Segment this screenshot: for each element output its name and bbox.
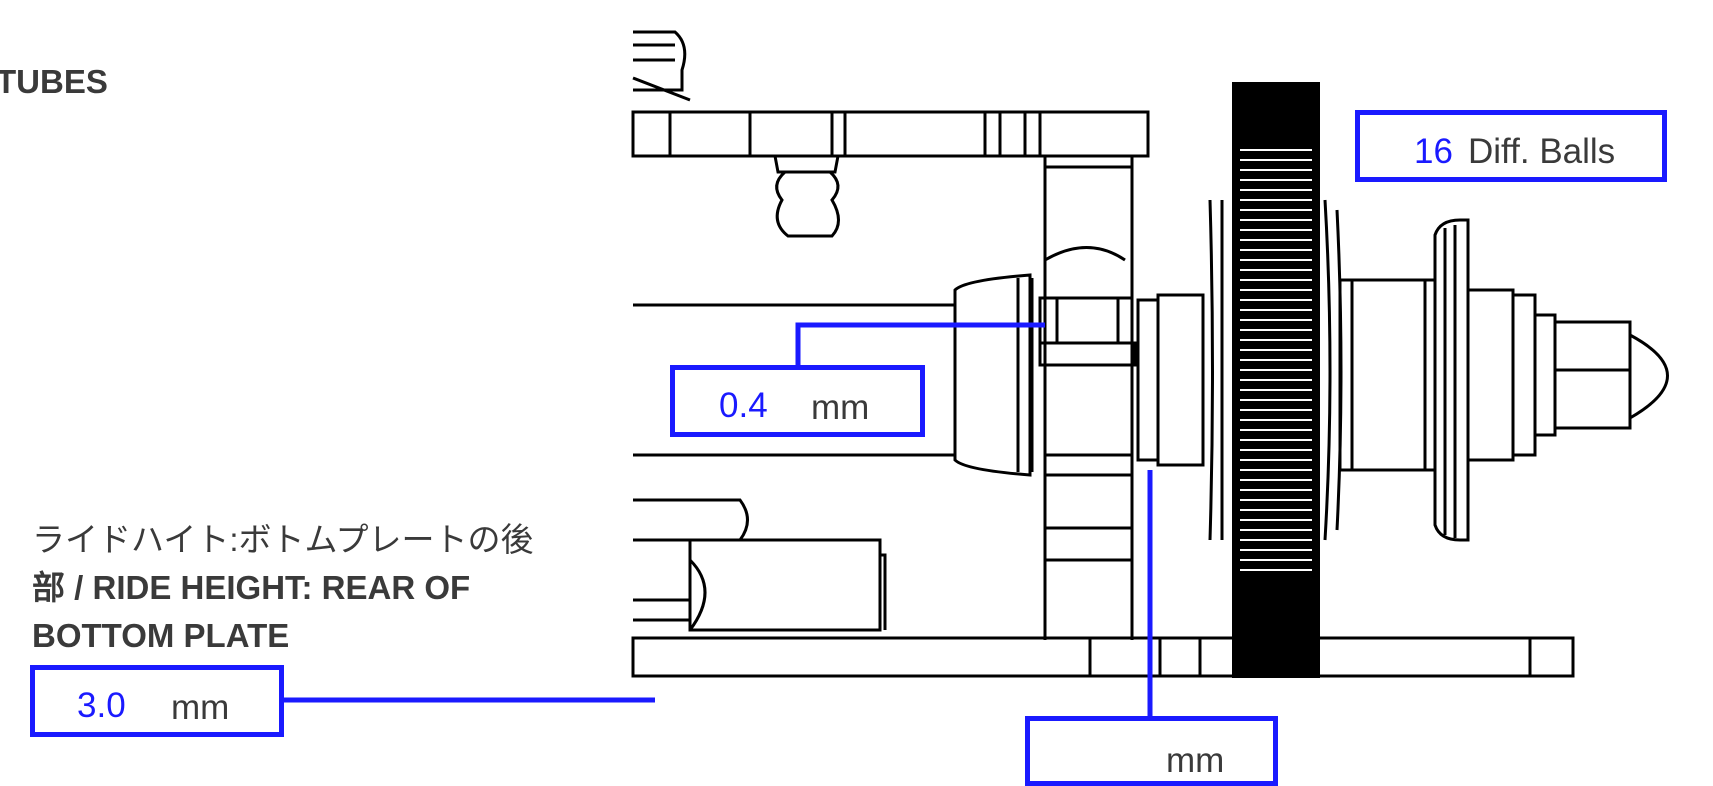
ride-height-label-line1: ライドハイト:ボトムプレートの後 [32, 521, 534, 558]
ride-height-field[interactable]: 3.0 mm [30, 665, 284, 737]
section-title: TUBES [0, 63, 108, 100]
ride-height-label: ライドハイト:ボトムプレートの後 部 / RIDE HEIGHT: REAR O… [32, 516, 652, 660]
shim-leader-line [795, 322, 1045, 368]
shim-value: 0.4 [719, 386, 768, 425]
ride-height-label-line3: BOTTOM PLATE [32, 617, 290, 654]
diff-balls-field[interactable]: 16 Diff. Balls [1355, 110, 1667, 182]
diff-balls-value: 16 [1414, 132, 1453, 171]
shim-field[interactable]: 0.4 mm [670, 365, 925, 437]
bottom-mm-unit: mm [1166, 741, 1225, 780]
diff-balls-label: Diff. Balls [1468, 132, 1616, 171]
ride-height-label-line2: 部 / RIDE HEIGHT: REAR OF [32, 569, 471, 606]
ride-height-value: 3.0 [77, 686, 126, 725]
shim-unit: mm [811, 388, 870, 427]
ride-height-unit: mm [171, 688, 230, 727]
bottom-mm-field[interactable]: mm [1025, 716, 1278, 786]
